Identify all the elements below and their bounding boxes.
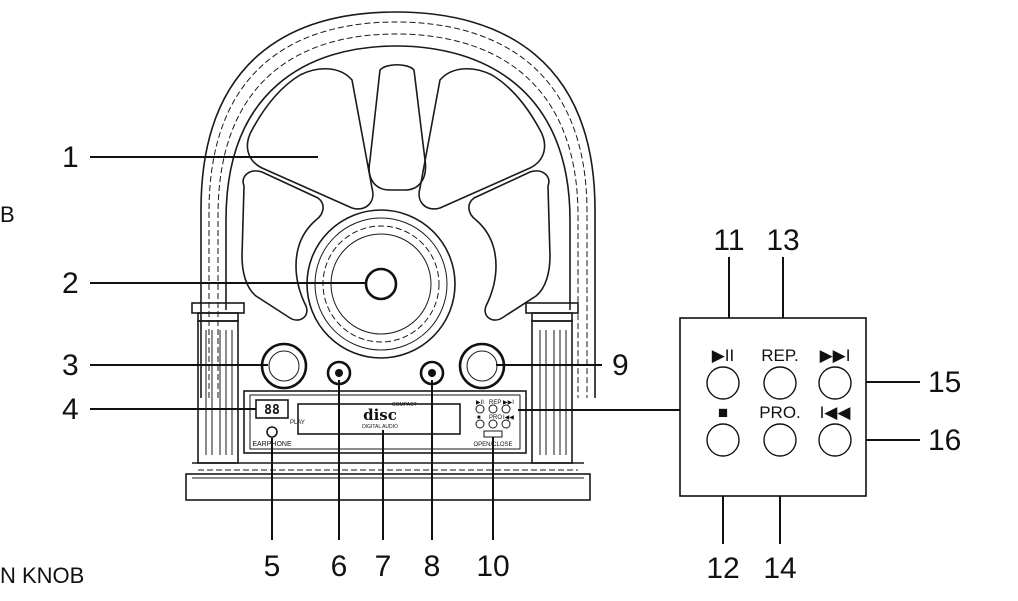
- button-panel-detail: ▶II REP. ▶▶I ■ PRO. I◀◀: [679, 317, 867, 497]
- side-text-top: B: [0, 202, 15, 227]
- front-panel-inner: [249, 394, 521, 450]
- volume-knob-inner: [268, 350, 300, 382]
- function-switch-center: [335, 369, 343, 377]
- grille-lower-left-slot: [241, 170, 324, 321]
- band-switch-center: [428, 369, 436, 377]
- mini-pro-label: PRO: [489, 415, 502, 421]
- callout-15: 15: [928, 366, 961, 399]
- cd-logo-bottom: DIGITAL AUDIO: [362, 424, 398, 430]
- repeat-button[interactable]: [763, 366, 797, 400]
- mini-btn-next[interactable]: [501, 404, 511, 414]
- mini-btn-pro[interactable]: [488, 419, 498, 429]
- mini-rep-label: REP: [489, 400, 501, 406]
- callout-3: 3: [62, 349, 79, 382]
- callout-12: 12: [706, 552, 739, 585]
- next-button[interactable]: [818, 366, 852, 400]
- play-pause-button[interactable]: [706, 366, 740, 400]
- right-column-cap2: [531, 312, 573, 322]
- stop-label: ■: [718, 403, 728, 422]
- mini-btn-prev[interactable]: [501, 419, 511, 429]
- callout-16: 16: [928, 424, 961, 457]
- mini-btn-rep[interactable]: [488, 404, 498, 414]
- dial-center-knob: [364, 267, 398, 301]
- mini-btn-play[interactable]: [475, 404, 485, 414]
- grille-right-slot: [418, 68, 546, 210]
- cd-logo: COMPACT disc DIGITAL AUDIO: [362, 402, 417, 430]
- mini-play-label: ▶II: [476, 400, 484, 406]
- arch-outer: [200, 11, 596, 398]
- arch-inner: [225, 45, 571, 310]
- callout-10: 10: [476, 550, 509, 583]
- grille-lower-right-slot: [468, 170, 551, 321]
- button-panel-frame: [679, 317, 867, 497]
- base-plinth: [185, 473, 591, 501]
- cd-slot: [297, 403, 461, 435]
- front-panel: [243, 390, 527, 454]
- mini-next-label: ▶▶I: [503, 400, 514, 406]
- callout-9: 9: [612, 349, 629, 382]
- program-label: PRO.: [759, 403, 801, 422]
- callout-numbers: 1 2 3 4 5 6 7 8 9 10 11 12 13 14 15 16: [62, 141, 961, 585]
- stop-button[interactable]: [706, 423, 740, 457]
- right-column: [525, 302, 579, 464]
- callout-5: 5: [264, 550, 281, 583]
- next-label: ▶▶I: [820, 346, 851, 365]
- callout-7: 7: [375, 550, 392, 583]
- callout-2: 2: [62, 267, 79, 300]
- open-close-button[interactable]: [483, 430, 503, 438]
- arch-dash-inner: [217, 33, 579, 398]
- callout-4: 4: [62, 393, 79, 426]
- tuning-knob-inner: [466, 350, 498, 382]
- prev-button[interactable]: [818, 423, 852, 457]
- speaker-grille: [241, 63, 551, 321]
- mini-stop-label: ■: [477, 415, 481, 421]
- prev-label: I◀◀: [820, 403, 852, 422]
- grille-center-slot: [368, 63, 427, 191]
- led-display-digits: 88: [264, 403, 280, 418]
- callout-6: 6: [331, 550, 348, 583]
- callout-14: 14: [763, 552, 796, 585]
- radio-body: 88 PLAY EARPHONE COMPACT disc DIGITAL AU…: [185, 11, 596, 501]
- play-pause-label: ▶II: [712, 346, 735, 365]
- earphone-jack[interactable]: [266, 426, 278, 438]
- mini-btn-stop[interactable]: [475, 419, 485, 429]
- callout-1: 1: [62, 141, 79, 174]
- volume-knob[interactable]: [260, 342, 308, 390]
- callout-8: 8: [424, 550, 441, 583]
- callout-11: 11: [713, 224, 744, 257]
- mini-prev-label: I◀◀: [503, 415, 514, 421]
- callout-13: 13: [766, 224, 799, 257]
- cd-logo-top: COMPACT: [392, 402, 417, 408]
- repeat-label: REP.: [761, 346, 799, 365]
- program-button[interactable]: [763, 423, 797, 457]
- grille-left-slot: [246, 68, 374, 210]
- cd-logo-main: disc: [363, 406, 397, 424]
- arch-dash-outer: [208, 21, 588, 398]
- side-text-bottom: N KNOB: [0, 563, 84, 588]
